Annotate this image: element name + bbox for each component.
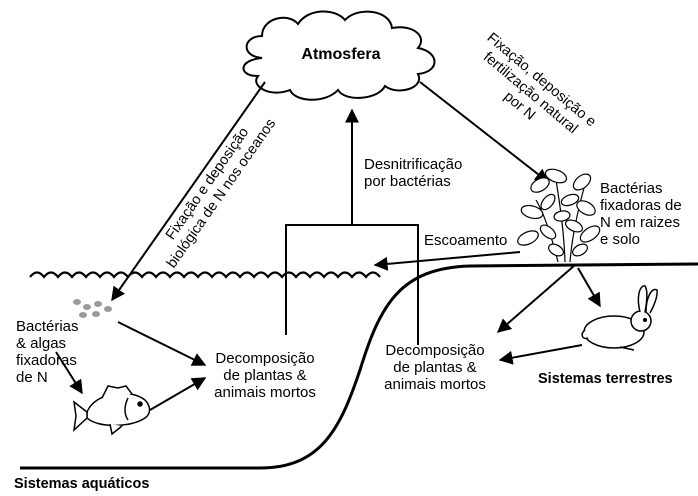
land-decomp-line3: animais mortos <box>384 376 486 393</box>
land-decomp-line2: de plantas & <box>393 359 477 376</box>
bacteria-dots-icon <box>73 299 112 318</box>
aquatic-bacteria-line2: & algas <box>16 335 67 352</box>
plant-to-decomposition-arrow <box>496 264 576 333</box>
soil-bacteria-line1: Bactérias <box>600 180 663 197</box>
denitrification-line1: Desnitrificação <box>364 156 463 173</box>
aquatic-bacteria-line4: de N <box>16 369 48 386</box>
land-decomp-line1: Decomposição <box>385 342 485 359</box>
aquatic-decomp-line1: Decomposição <box>215 350 315 367</box>
bacteria-to-fish-arrow <box>55 351 83 395</box>
plant-to-rabbit-arrow <box>577 267 601 308</box>
denitrification-label: Desnitrificação por bactérias <box>364 156 462 190</box>
aquatic-bacteria-line1: Bactérias <box>16 318 79 335</box>
aquatic-decomp-line3: animais mortos <box>214 384 316 401</box>
soil-bacteria-line4: e solo <box>600 231 641 248</box>
denitrification-line2: por bactérias <box>364 173 451 190</box>
land-fixation-arrow <box>419 81 550 183</box>
bacteria-to-decomposition-arrow <box>117 321 207 366</box>
water-waves <box>29 271 381 279</box>
soil-bacteria-line2: fixadoras de <box>600 197 682 214</box>
terrestrial-systems-label: Sistemas terrestres <box>538 371 673 387</box>
atmosphere-label: Atmosfera <box>301 46 381 63</box>
aquatic-decomp-line2: de plantas & <box>223 367 307 384</box>
runoff-arrow <box>373 251 521 271</box>
aquatic-bacteria-label: Bactérias & algas fixadoras de N <box>16 318 79 386</box>
fish-icon <box>72 385 151 436</box>
soil-bacteria-line3: N em raizes <box>600 214 681 231</box>
plant-icon <box>517 168 601 263</box>
cloud-icon <box>242 10 436 101</box>
land-profile <box>20 262 698 470</box>
ocean-fixation-arrow <box>111 81 266 302</box>
rabbit-icon <box>581 285 658 351</box>
aquatic-bacteria-line3: fixadoras <box>16 352 77 369</box>
land-decomposition-label: Decomposição de plantas & animais mortos <box>370 342 500 393</box>
fish-to-decomposition-arrow <box>149 377 207 411</box>
aquatic-systems-label: Sistemas aquáticos <box>14 476 150 492</box>
soil-bacteria-label: Bactérias fixadoras de N em raizes e sol… <box>600 180 682 248</box>
runoff-label: Escoamento <box>424 232 508 249</box>
rabbit-to-decomposition-arrow <box>498 344 583 365</box>
denitrification-arrow <box>285 108 419 345</box>
aquatic-decomposition-label: Decomposição de plantas & animais mortos <box>200 350 330 401</box>
